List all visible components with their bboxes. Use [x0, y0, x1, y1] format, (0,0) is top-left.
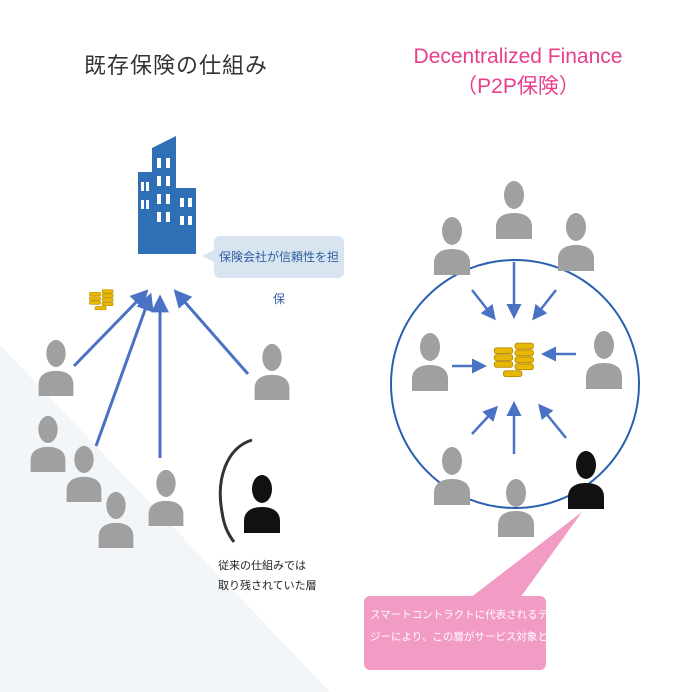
person-icon [434, 217, 470, 275]
right-arrows [452, 262, 576, 454]
arrow [173, 289, 250, 375]
person-icon [38, 339, 74, 396]
right-title-line1: Decentralized Finance [413, 45, 623, 68]
arrow [538, 403, 567, 439]
pink-bubble-tail [470, 512, 582, 598]
person-icon [434, 447, 470, 505]
person-icon [558, 213, 594, 271]
insurer-bubble: 保険会社が信頼性を担保 [214, 236, 344, 306]
building-icon [138, 136, 196, 254]
coins-icon-center [493, 342, 535, 378]
arrow [471, 289, 496, 321]
arrow [471, 405, 499, 435]
person-icon [148, 469, 184, 526]
arrow [72, 289, 149, 368]
arrow [94, 292, 154, 447]
right-title-line2: （P2P保険） [456, 75, 580, 98]
pink-bubble-line2: ジーにより、この層がサービス対象となる [370, 631, 569, 643]
person-icon-excluded [244, 475, 280, 533]
person-icon [586, 331, 622, 389]
person-icon-included [568, 451, 604, 509]
pink-bubble-line1: スマートコントラクトに代表されるテクノロ [370, 609, 580, 621]
p2p-circle [390, 259, 640, 509]
coins-icon-left [89, 289, 114, 311]
left-title: 既存保険の仕組み [83, 54, 269, 79]
person-icon [254, 343, 290, 400]
left-caption-line1: 従来の仕組みでは [218, 559, 306, 572]
pink-bubble: スマートコントラクトに代表されるテクノロ ジーにより、この層がサービス対象となる [364, 596, 580, 670]
arrow [532, 289, 557, 321]
exclusion-arc [218, 438, 253, 543]
person-icon [412, 333, 448, 391]
left-arrows [72, 289, 250, 458]
left-caption-line2: 取り残されていた層 [218, 579, 317, 592]
right-title: Decentralized Finance （P2P保険） [414, 42, 623, 102]
bubble-tail [202, 250, 214, 262]
person-icon [496, 181, 532, 239]
left-caption: 従来の仕組みでは 取り残されていた層 [218, 556, 317, 596]
